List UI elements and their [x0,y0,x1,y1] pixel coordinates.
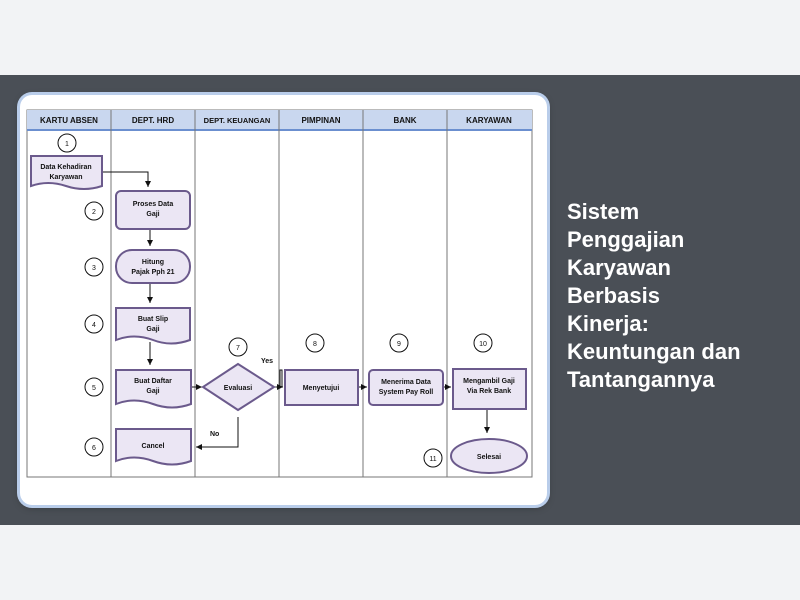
step-label: Menyetujui [303,385,340,392]
connector-7-8-yes [274,369,283,390]
step-number: 8 [313,341,317,348]
step-label: Selesai [477,454,501,461]
lane-header-dept-hrd: DEPT. HRD [132,116,174,125]
step-label: Data Kehadiran [40,164,91,171]
title-line: Penggajian [567,227,685,252]
step-number-circle [228,337,248,357]
step-label: Gaji [146,326,159,333]
title-line: Berbasis [567,283,660,308]
step-number-circle [84,257,104,277]
step-label: Gaji [146,388,159,395]
article-title: Sistem Penggajian Karyawan Berbasis Kine… [567,198,792,394]
document-shape [30,155,103,190]
step-number-circle [84,201,104,221]
step-number: 5 [92,385,96,392]
step-number: 9 [397,341,401,348]
step-label: System Pay Roll [379,389,434,396]
step-proses-data-gaji: 2 Proses Data Gaji [84,190,191,230]
title-line: Kinerja: [567,311,649,336]
title-line: Sistem [567,199,640,224]
branch-yes-label: Yes [261,358,273,365]
step-label: Karyawan [49,174,82,181]
step-number-circle [305,333,325,353]
step-number: 11 [429,456,436,463]
title-line: Tantangannya [567,367,715,392]
step-data-kehadiran: 1 Data Kehadiran Karyawan [30,133,103,190]
lane-header-dept-keuangan: DEPT. KEUANGAN [204,116,271,125]
process-shape [115,190,191,230]
step-number-circle [84,437,104,457]
step-buat-slip-gaji: 4 Buat Slip Gaji [84,307,191,345]
step-number-circle [57,133,77,153]
step-label: Buat Daftar [134,378,172,385]
step-mengambil-gaji: 10 Mengambil Gaji Via Rek Bank [452,333,527,410]
lane-header-bank: BANK [393,116,416,125]
process-shape [284,369,359,406]
step-menerima-data: 9 Menerima Data System Pay Roll [368,333,444,406]
step-label: Menerima Data [381,379,431,386]
step-label: Mengambil Gaji [463,378,515,385]
document-shape [115,307,191,345]
step-label: Gaji [146,211,159,218]
step-number-circle [84,377,104,397]
step-number-circle [389,333,409,353]
lane-header-karyawan: KARYAWAN [466,116,512,125]
flowchart-svg: KARTU ABSEN DEPT. HRD DEPT. KEUANGAN PIM… [26,109,533,478]
title-line: Keuntungan dan [567,339,741,364]
document-shape [115,428,192,466]
process-shape [368,369,444,406]
step-number-circle [473,333,493,353]
step-number: 10 [479,341,487,348]
step-number: 6 [92,445,96,452]
step-number: 3 [92,265,96,272]
step-label: Evaluasi [224,385,252,392]
step-label: Cancel [142,443,165,450]
step-number-circle [84,314,104,334]
step-number: 4 [92,322,96,329]
step-label: Proses Data [133,201,174,208]
step-cancel: 6 Cancel [84,428,192,466]
branch-no-label: No [210,431,219,438]
step-buat-daftar-gaji: 5 Buat Daftar Gaji [84,369,192,409]
connector-1-2 [102,171,151,187]
terminator-shape [115,249,191,284]
step-label: Buat Slip [138,316,168,323]
step-label: Via Rek Bank [467,388,511,395]
document-shape [115,369,192,409]
decision-shape [201,362,276,412]
step-evaluasi: 7 Evaluasi [201,337,276,412]
step-menyetujui: 8 Menyetujui [284,333,359,406]
step-label: Pajak Pph 21 [131,269,174,276]
step-number: 1 [65,141,69,148]
title-line: Karyawan [567,255,671,280]
lane-header-kartu-absen: KARTU ABSEN [40,116,98,125]
process-shape [452,368,527,410]
step-number: 7 [236,345,240,352]
step-hitung-pajak: 3 Hitung Pajak Pph 21 [84,249,191,284]
terminator-shape [450,438,528,474]
lane-header-pimpinan: PIMPINAN [301,116,340,125]
step-number: 2 [92,209,96,216]
step-number-circle [423,448,443,468]
flowchart-card: KARTU ABSEN DEPT. HRD DEPT. KEUANGAN PIM… [20,95,547,505]
connector-7-6-no [196,417,239,450]
step-label: Hitung [142,259,164,266]
step-selesai: 11 Selesai [423,438,528,474]
